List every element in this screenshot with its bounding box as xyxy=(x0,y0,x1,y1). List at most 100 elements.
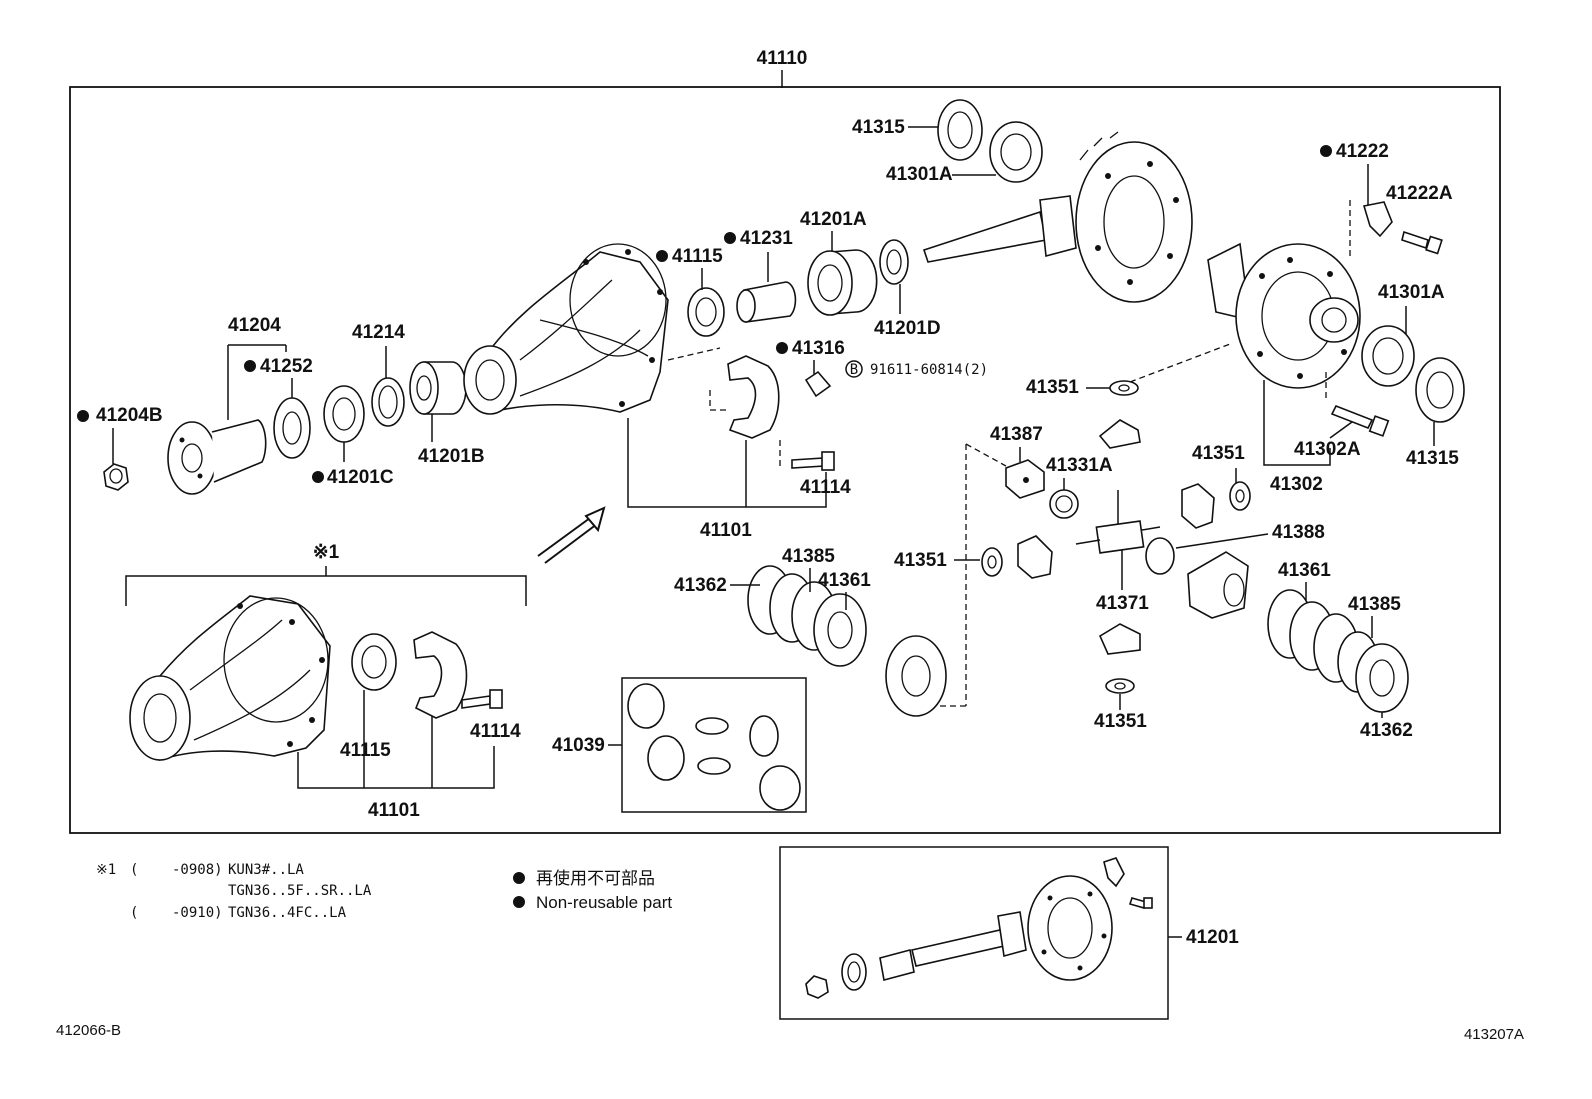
label-41351-c: 41351 xyxy=(894,550,947,571)
part-41351-washer-b xyxy=(1229,481,1251,511)
label-41371: 41371 xyxy=(1096,593,1149,614)
part-41201d-washer xyxy=(879,239,909,285)
label-41222a: 41222A xyxy=(1386,183,1453,204)
part-pinion-gear-left xyxy=(1017,535,1053,579)
label-41214: 41214 xyxy=(352,322,405,343)
legend-en: Non-reusable part xyxy=(536,893,672,912)
leader-41302 xyxy=(1263,380,1331,466)
part-41201b-bearing xyxy=(409,361,467,415)
footer-right-code: 413207A xyxy=(1464,1026,1524,1043)
part-41101-bearing-cap xyxy=(727,355,780,439)
non-reusable-dot xyxy=(656,250,668,262)
label-41361-a: 41361 xyxy=(818,570,871,591)
label-41222: 41222 xyxy=(1336,141,1389,162)
label-41201a: 41201A xyxy=(800,209,867,230)
label-41331a: 41331A xyxy=(1046,455,1113,476)
dash-41101-a xyxy=(667,347,721,361)
leader-41101-top xyxy=(627,418,827,508)
label-41204: 41204 xyxy=(228,315,281,336)
bolt-symbol-circle xyxy=(845,360,863,378)
label-41201d: 41201D xyxy=(874,318,941,339)
note-mark-label: ※1 xyxy=(313,542,340,563)
part-clutch-pack-left xyxy=(747,565,867,667)
part-41114-alt-bolt xyxy=(461,689,503,709)
part-41115-oil-seal xyxy=(687,287,725,337)
part-41252-oil-seal xyxy=(273,397,311,459)
non-reusable-dot xyxy=(312,471,324,483)
assembly-number: 41110 xyxy=(757,48,808,69)
footer-left-code: 412066-B xyxy=(56,1022,121,1039)
label-41362-a: 41362 xyxy=(674,575,727,596)
part-41302a-bolt xyxy=(1330,404,1390,437)
part-41204-flange xyxy=(167,419,267,495)
label-41201: 41201 xyxy=(1186,927,1239,948)
part-41371-cross-shaft xyxy=(1075,490,1161,580)
label-41385-a: 41385 xyxy=(782,546,835,567)
label-41351-d: 41351 xyxy=(1094,711,1147,732)
label-41101-alt: 41101 xyxy=(368,800,420,821)
part-41222-lock-plate xyxy=(1362,201,1393,238)
note-line3-date: -0910) xyxy=(172,905,223,921)
part-41301a-bearing-top xyxy=(989,121,1043,183)
part-41387-plate xyxy=(1005,459,1045,499)
part-41301a-bearing-right xyxy=(1361,325,1415,387)
part-pinion-gear-right xyxy=(1181,483,1215,529)
non-reusable-dot xyxy=(724,232,736,244)
label-41302: 41302 xyxy=(1270,474,1323,495)
label-41315-top: 41315 xyxy=(852,117,905,138)
dash-41101-b xyxy=(709,390,726,411)
label-41115-alt: 41115 xyxy=(340,740,391,761)
note-line2-model: TGN36..5F..SR..LA xyxy=(228,883,372,899)
label-41351-a: 41351 xyxy=(1026,377,1079,398)
part-41351-washer-c xyxy=(981,547,1003,577)
part-41331a-spring xyxy=(1049,489,1079,519)
leader-41302a xyxy=(1329,421,1353,439)
part-41231-spacer xyxy=(736,281,797,323)
part-pinion-gear-bottom xyxy=(1098,623,1141,655)
part-clutch-pack-right xyxy=(1267,589,1409,713)
label-41231: 41231 xyxy=(740,228,793,249)
note-bracket xyxy=(125,575,527,606)
kit-41039-gears xyxy=(627,683,801,811)
part-41115-alt-seal xyxy=(351,633,397,691)
note-mark: ※1 xyxy=(96,862,116,878)
assembly-arrow xyxy=(537,506,606,564)
label-41387: 41387 xyxy=(990,424,1043,445)
part-41201a-bearing xyxy=(807,249,878,316)
part-41351-washer-d xyxy=(1105,678,1135,694)
label-41301a-top: 41301A xyxy=(886,164,953,185)
part-41302-diff-case xyxy=(1207,242,1361,389)
part-41101-alt-housing xyxy=(129,595,331,762)
part-41114-bolt xyxy=(791,451,835,471)
assembly-frame xyxy=(69,86,1501,834)
label-91611: 91611-60814(2) xyxy=(870,362,988,378)
part-side-gear-left xyxy=(885,635,947,717)
note-line1-paren: ( xyxy=(130,862,138,878)
label-41201c: 41201C xyxy=(327,467,394,488)
non-reusable-dot xyxy=(77,410,89,422)
label-41301a-right: 41301A xyxy=(1378,282,1445,303)
label-41252: 41252 xyxy=(260,356,313,377)
non-reusable-dot xyxy=(1320,145,1332,157)
part-pinion-gear-top xyxy=(1098,419,1141,449)
label-41385-b: 41385 xyxy=(1348,594,1401,615)
part-41388-side-gear xyxy=(1145,537,1249,619)
part-41201c-bearing xyxy=(323,385,365,443)
subassembly-41201-parts xyxy=(805,857,1153,999)
leader-41388 xyxy=(1175,533,1269,549)
label-41114-alt: 41114 xyxy=(470,721,521,742)
legend-jp: 再使用不可部品 xyxy=(536,868,655,888)
label-41039: 41039 xyxy=(552,735,605,756)
bolt-symbol: B xyxy=(850,362,858,378)
label-41362-b: 41362 xyxy=(1360,720,1413,741)
label-41201b: 41201B xyxy=(418,446,485,467)
label-41388: 41388 xyxy=(1272,522,1325,543)
label-41361-b: 41361 xyxy=(1278,560,1331,581)
part-41222a-bolt xyxy=(1401,230,1443,255)
label-41115-top: 41115 xyxy=(672,246,723,267)
label-41101-top: 41101 xyxy=(700,520,752,541)
label-41315-right: 41315 xyxy=(1406,448,1459,469)
part-41316-lock xyxy=(804,370,832,398)
subassembly-41201-box xyxy=(779,846,1169,1020)
